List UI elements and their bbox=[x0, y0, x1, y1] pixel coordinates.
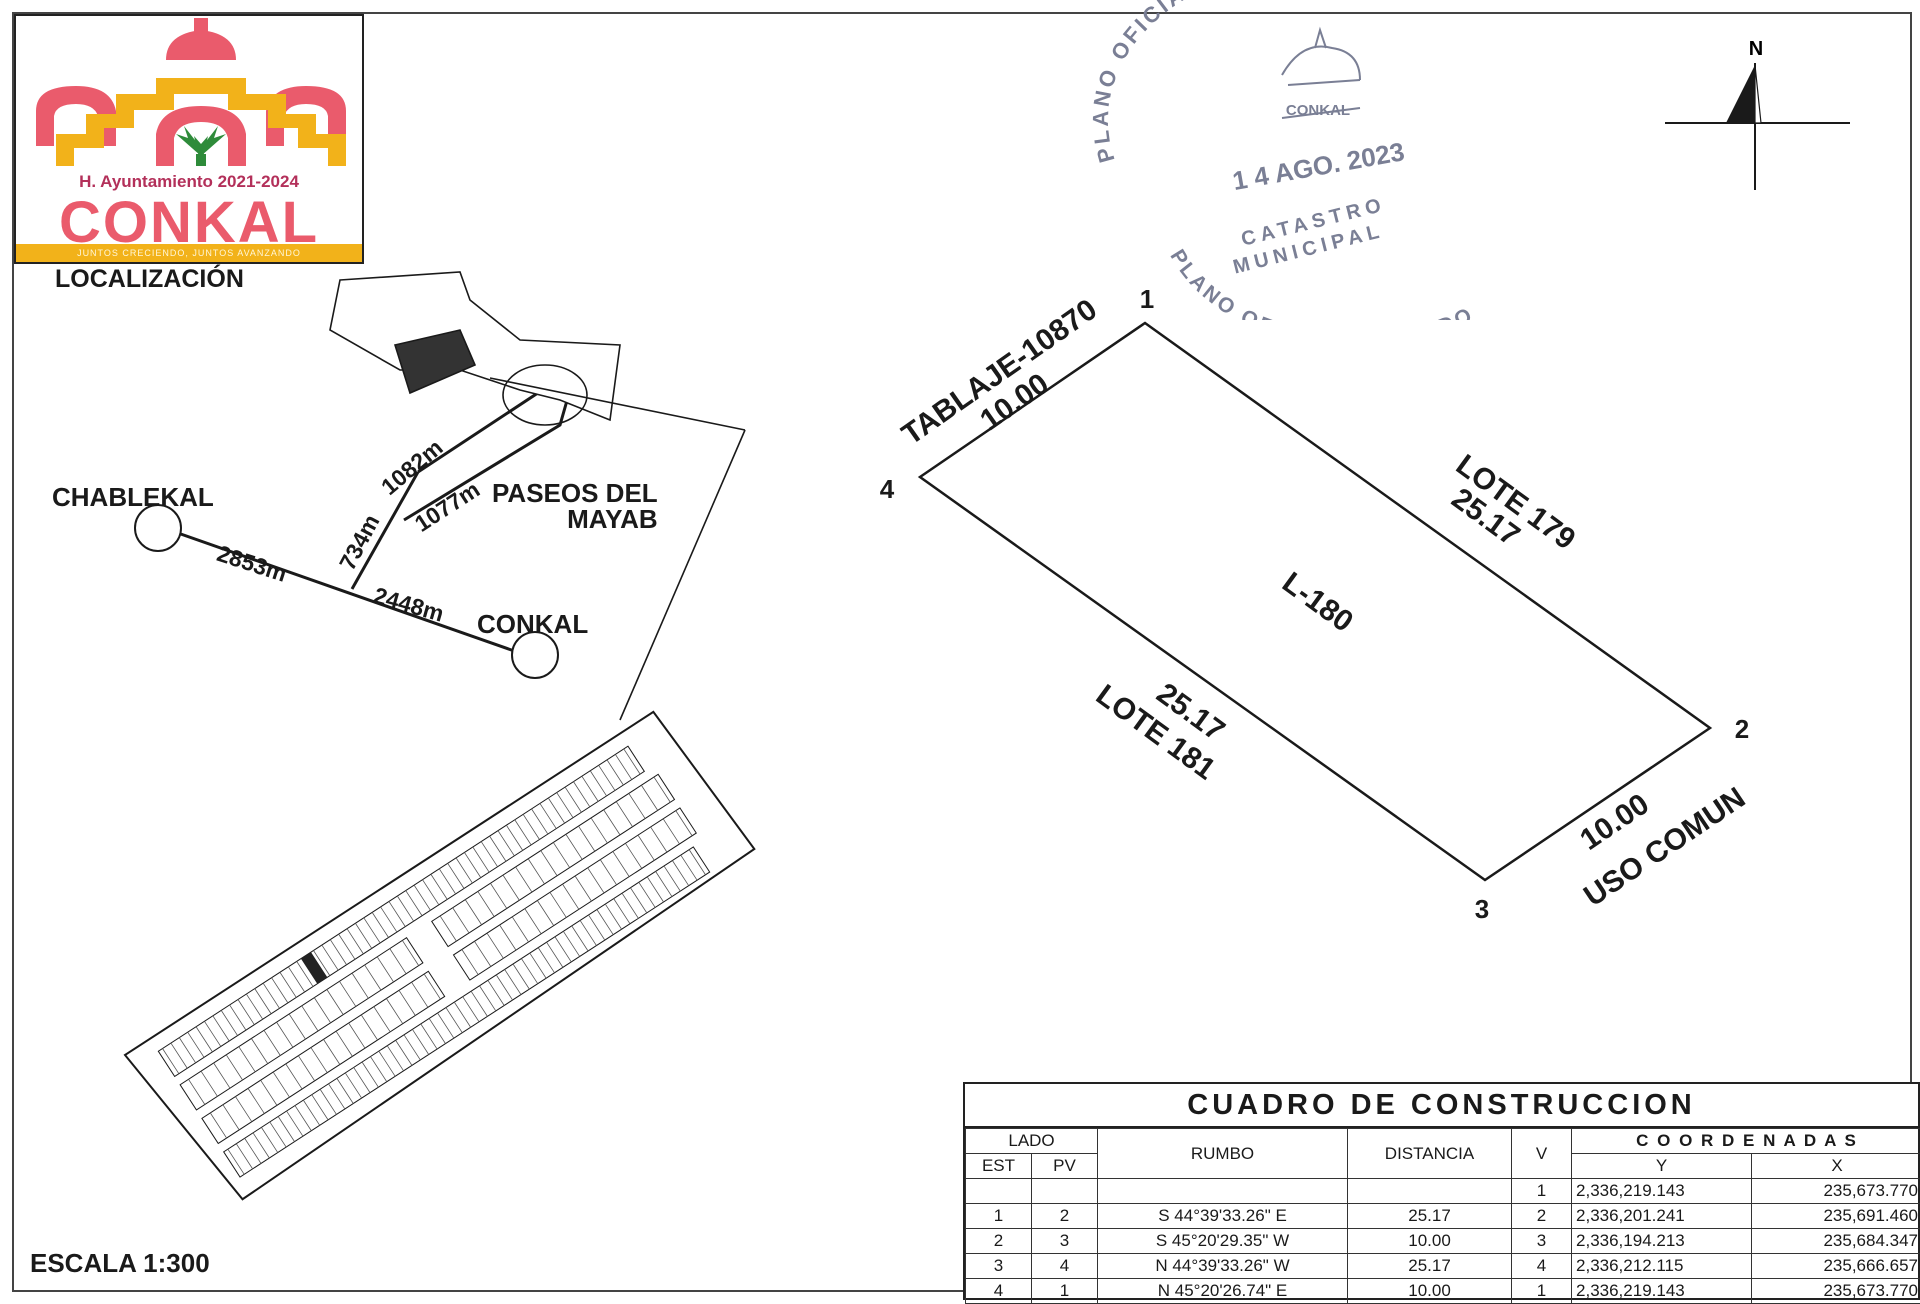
vertex-2: 2 bbox=[1735, 714, 1749, 744]
header-pv: PV bbox=[1032, 1154, 1098, 1179]
cell-y: 2,336,219.143 bbox=[1572, 1179, 1752, 1204]
table-row: 2 3 S 45°20'29.35" W 10.00 3 2,336,194.2… bbox=[966, 1229, 1920, 1254]
header-y: Y bbox=[1572, 1154, 1752, 1179]
cell-rumbo: S 44°39'33.26" E bbox=[1098, 1204, 1348, 1229]
construction-table-title: CUADRO DE CONSTRUCCION bbox=[965, 1084, 1918, 1128]
cell-rumbo bbox=[1098, 1179, 1348, 1204]
vertex-4: 4 bbox=[880, 474, 895, 504]
cell-pv: 3 bbox=[1032, 1229, 1098, 1254]
header-x: X bbox=[1752, 1154, 1920, 1179]
cell-v: 2 bbox=[1512, 1204, 1572, 1229]
cell-est: 2 bbox=[966, 1229, 1032, 1254]
header-rumbo: RUMBO bbox=[1098, 1129, 1348, 1179]
cell-est: 1 bbox=[966, 1204, 1032, 1229]
table-row: 3 4 N 44°39'33.26" W 25.17 4 2,336,212.1… bbox=[966, 1254, 1920, 1279]
cell-rumbo: N 44°39'33.26" W bbox=[1098, 1254, 1348, 1279]
cell-distancia: 25.17 bbox=[1348, 1254, 1512, 1279]
cell-pv bbox=[1032, 1179, 1098, 1204]
header-coordenadas: C O O R D E N A D A S bbox=[1572, 1129, 1920, 1154]
cell-distancia: 25.17 bbox=[1348, 1204, 1512, 1229]
cell-est: 3 bbox=[966, 1254, 1032, 1279]
vertex-3: 3 bbox=[1475, 894, 1489, 924]
lot-id: L-180 bbox=[1276, 566, 1359, 639]
cell-rumbo: S 45°20'29.35" W bbox=[1098, 1229, 1348, 1254]
cell-v: 1 bbox=[1512, 1179, 1572, 1204]
header-v: V bbox=[1512, 1129, 1572, 1179]
cell-distancia bbox=[1348, 1179, 1512, 1204]
cell-x: 235,673.770 bbox=[1752, 1179, 1920, 1204]
vertex-1: 1 bbox=[1140, 284, 1154, 314]
cell-x: 235,684.347 bbox=[1752, 1229, 1920, 1254]
cell-est bbox=[966, 1179, 1032, 1204]
cell-pv: 4 bbox=[1032, 1254, 1098, 1279]
header-est: EST bbox=[966, 1154, 1032, 1179]
cell-y: 2,336,212.115 bbox=[1572, 1254, 1752, 1279]
cell-distancia: 10.00 bbox=[1348, 1229, 1512, 1254]
header-lado: LADO bbox=[966, 1129, 1098, 1154]
construction-table-grid: LADO RUMBO DISTANCIA V C O O R D E N A D… bbox=[965, 1128, 1920, 1304]
cell-y: 2,336,201.241 bbox=[1572, 1204, 1752, 1229]
cell-v: 4 bbox=[1512, 1254, 1572, 1279]
cell-x: 235,666.657 bbox=[1752, 1254, 1920, 1279]
cell-v: 3 bbox=[1512, 1229, 1572, 1254]
cell-pv: 2 bbox=[1032, 1204, 1098, 1229]
cell-y: 2,336,194.213 bbox=[1572, 1229, 1752, 1254]
header-distancia: DISTANCIA bbox=[1348, 1129, 1512, 1179]
cell-x: 235,691.460 bbox=[1752, 1204, 1920, 1229]
table-row: 1 2 S 44°39'33.26" E 25.17 2 2,336,201.2… bbox=[966, 1204, 1920, 1229]
construction-table: CUADRO DE CONSTRUCCION LADO RUMBO DISTAN… bbox=[963, 1082, 1920, 1300]
table-row: 1 2,336,219.143 235,673.770 bbox=[966, 1179, 1920, 1204]
scale-label: ESCALA 1:300 bbox=[30, 1248, 210, 1279]
